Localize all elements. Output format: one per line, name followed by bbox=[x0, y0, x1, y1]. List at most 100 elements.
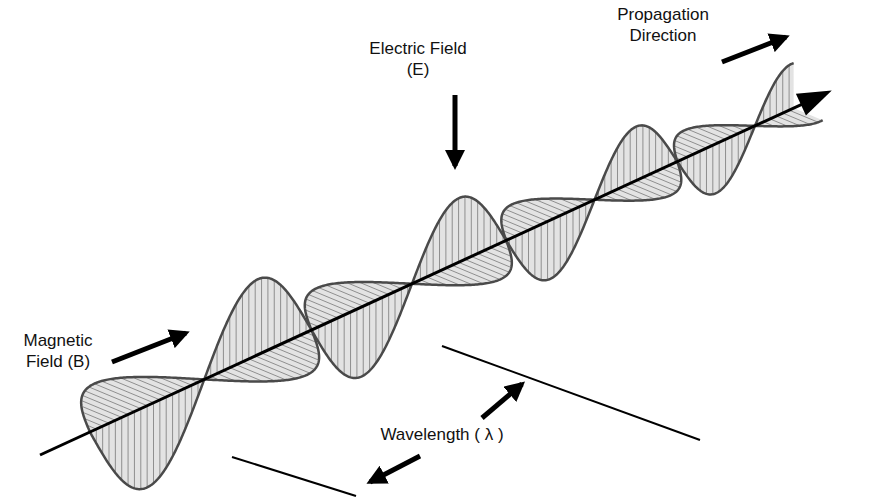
electric-wave-hatch bbox=[140, 409, 141, 489]
electric-wave-hatch bbox=[693, 154, 694, 185]
electric-wave-hatch bbox=[553, 218, 554, 276]
electric-wave-hatch bbox=[630, 131, 631, 184]
wavelength-arrow bbox=[482, 384, 522, 418]
propagation-axis bbox=[40, 102, 807, 455]
electric-wave-hatch bbox=[789, 65, 790, 110]
electric-wave-hatch bbox=[395, 292, 396, 327]
electric-wave-hatch bbox=[719, 142, 720, 191]
electric-wave-hatch bbox=[286, 292, 287, 342]
electric-wave-hatch bbox=[223, 330, 224, 370]
magnetic-wave-hatch bbox=[326, 285, 370, 303]
electric-wave-hatch bbox=[172, 394, 173, 456]
electric-wave-hatch bbox=[770, 92, 771, 119]
magnetic-wave-hatch bbox=[318, 287, 363, 306]
electric-wave-hatch bbox=[325, 324, 326, 353]
electric-wave-hatch bbox=[515, 236, 516, 256]
electric-wave-hatch bbox=[166, 397, 167, 468]
propagation-arrow bbox=[722, 37, 786, 62]
electric-wave-hatch bbox=[388, 294, 389, 340]
electric-wave-hatch bbox=[363, 306, 364, 375]
electric-wave-hatch bbox=[229, 316, 230, 367]
electric-wave-hatch bbox=[458, 198, 459, 262]
electric-wave-hatch bbox=[178, 391, 179, 443]
magnetic-leader-arrow bbox=[112, 333, 186, 362]
electric-wave-hatch bbox=[471, 198, 472, 257]
magnetic-wave-hatch bbox=[484, 251, 512, 263]
electric-wave-hatch bbox=[738, 134, 739, 165]
electric-wave-hatch bbox=[560, 215, 561, 270]
axis-arrowhead bbox=[796, 91, 832, 116]
magnetic-wave-hatch bbox=[547, 199, 573, 210]
electric-wave-hatch bbox=[280, 285, 281, 344]
magnetic-wave-hatch bbox=[305, 304, 338, 318]
electric-wave-hatch bbox=[255, 281, 256, 356]
electric-wave-hatch bbox=[299, 310, 300, 335]
magnetic-wave-hatch bbox=[681, 132, 713, 145]
electric-wave-hatch bbox=[547, 221, 548, 280]
electric-wave-hatch bbox=[725, 139, 726, 185]
field-label: Electric Field (E) bbox=[362, 38, 474, 80]
magnetic-wave-hatch bbox=[706, 126, 732, 137]
magnetic-wave-hatch bbox=[656, 172, 682, 183]
magnetic-wave-hatch bbox=[440, 271, 473, 285]
electric-wave-fill bbox=[90, 63, 794, 489]
electric-wave-hatch bbox=[382, 297, 383, 353]
magnetic-wave-hatch bbox=[230, 368, 263, 382]
field-label: Propagation Direction bbox=[604, 4, 722, 46]
magnetic-wave-hatch bbox=[535, 199, 567, 212]
magnetic-wave-hatch bbox=[617, 189, 644, 200]
magnetic-wave-hatch bbox=[308, 294, 350, 312]
electric-wave-hatch bbox=[267, 278, 268, 350]
electric-wave-hatch bbox=[712, 145, 713, 194]
magnetic-wave-hatch bbox=[82, 395, 128, 414]
magnetic-wave-hatch bbox=[630, 183, 664, 197]
electric-wave-hatch bbox=[579, 207, 580, 237]
electric-wave-hatch bbox=[700, 151, 701, 190]
electric-wave-hatch bbox=[102, 426, 103, 454]
magnetic-wave-hatch bbox=[502, 214, 534, 228]
electric-wave-hatch bbox=[642, 125, 643, 177]
electric-wave-hatch bbox=[566, 213, 567, 262]
magnetic-wave-hatch bbox=[262, 353, 310, 373]
magnetic-wave-hatch bbox=[249, 359, 296, 379]
electric-wave-hatch bbox=[236, 304, 237, 365]
electric-wave-hatch bbox=[115, 420, 116, 473]
electric-wave-hatch bbox=[452, 203, 453, 265]
magnetic-wave-hatch bbox=[776, 116, 799, 126]
electric-wave-hatch bbox=[541, 224, 542, 280]
electric-wave-hatch bbox=[534, 227, 535, 277]
electric-wave-hatch bbox=[375, 300, 376, 363]
electric-wave-hatch bbox=[242, 294, 243, 362]
magnetic-wave-hatch bbox=[255, 356, 304, 376]
electric-wave-hatch bbox=[661, 139, 662, 169]
electric-wave-hatch bbox=[185, 388, 186, 429]
electric-wave-hatch bbox=[623, 138, 624, 186]
electric-wave-hatch bbox=[484, 208, 485, 251]
electric-wave-hatch bbox=[731, 136, 732, 176]
electric-wave-hatch bbox=[293, 300, 294, 338]
electric-wave-hatch bbox=[496, 225, 497, 245]
electric-wave-hatch bbox=[433, 232, 434, 274]
magnetic-wave-hatch bbox=[478, 254, 512, 268]
electric-wave-hatch bbox=[649, 127, 650, 174]
field-label: Magnetic Field (B) bbox=[4, 330, 112, 372]
electric-wave-hatch bbox=[445, 210, 446, 268]
electric-wave-hatch bbox=[331, 321, 332, 362]
magnetic-wave-hatch bbox=[145, 377, 179, 391]
magnetic-wave-hatch bbox=[121, 378, 167, 397]
electric-wave-hatch bbox=[464, 197, 465, 260]
electric-wave-hatch bbox=[636, 126, 637, 180]
electric-wave-hatch bbox=[274, 280, 275, 347]
electric-wave-hatch bbox=[369, 303, 370, 370]
field-label: Wavelength ( λ ) bbox=[352, 424, 532, 445]
leader-group bbox=[112, 37, 786, 496]
magnetic-wave-hatch bbox=[110, 379, 160, 400]
magnetic-wave-hatch bbox=[305, 310, 331, 321]
wavelength-bracket-line bbox=[232, 457, 356, 496]
magnetic-wave-hatch bbox=[696, 127, 726, 139]
electric-wave-curve bbox=[90, 63, 794, 489]
magnetic-wave-hatch bbox=[268, 350, 315, 369]
magnetic-wave-hatch bbox=[675, 140, 700, 151]
electric-wave-hatch bbox=[782, 71, 783, 113]
